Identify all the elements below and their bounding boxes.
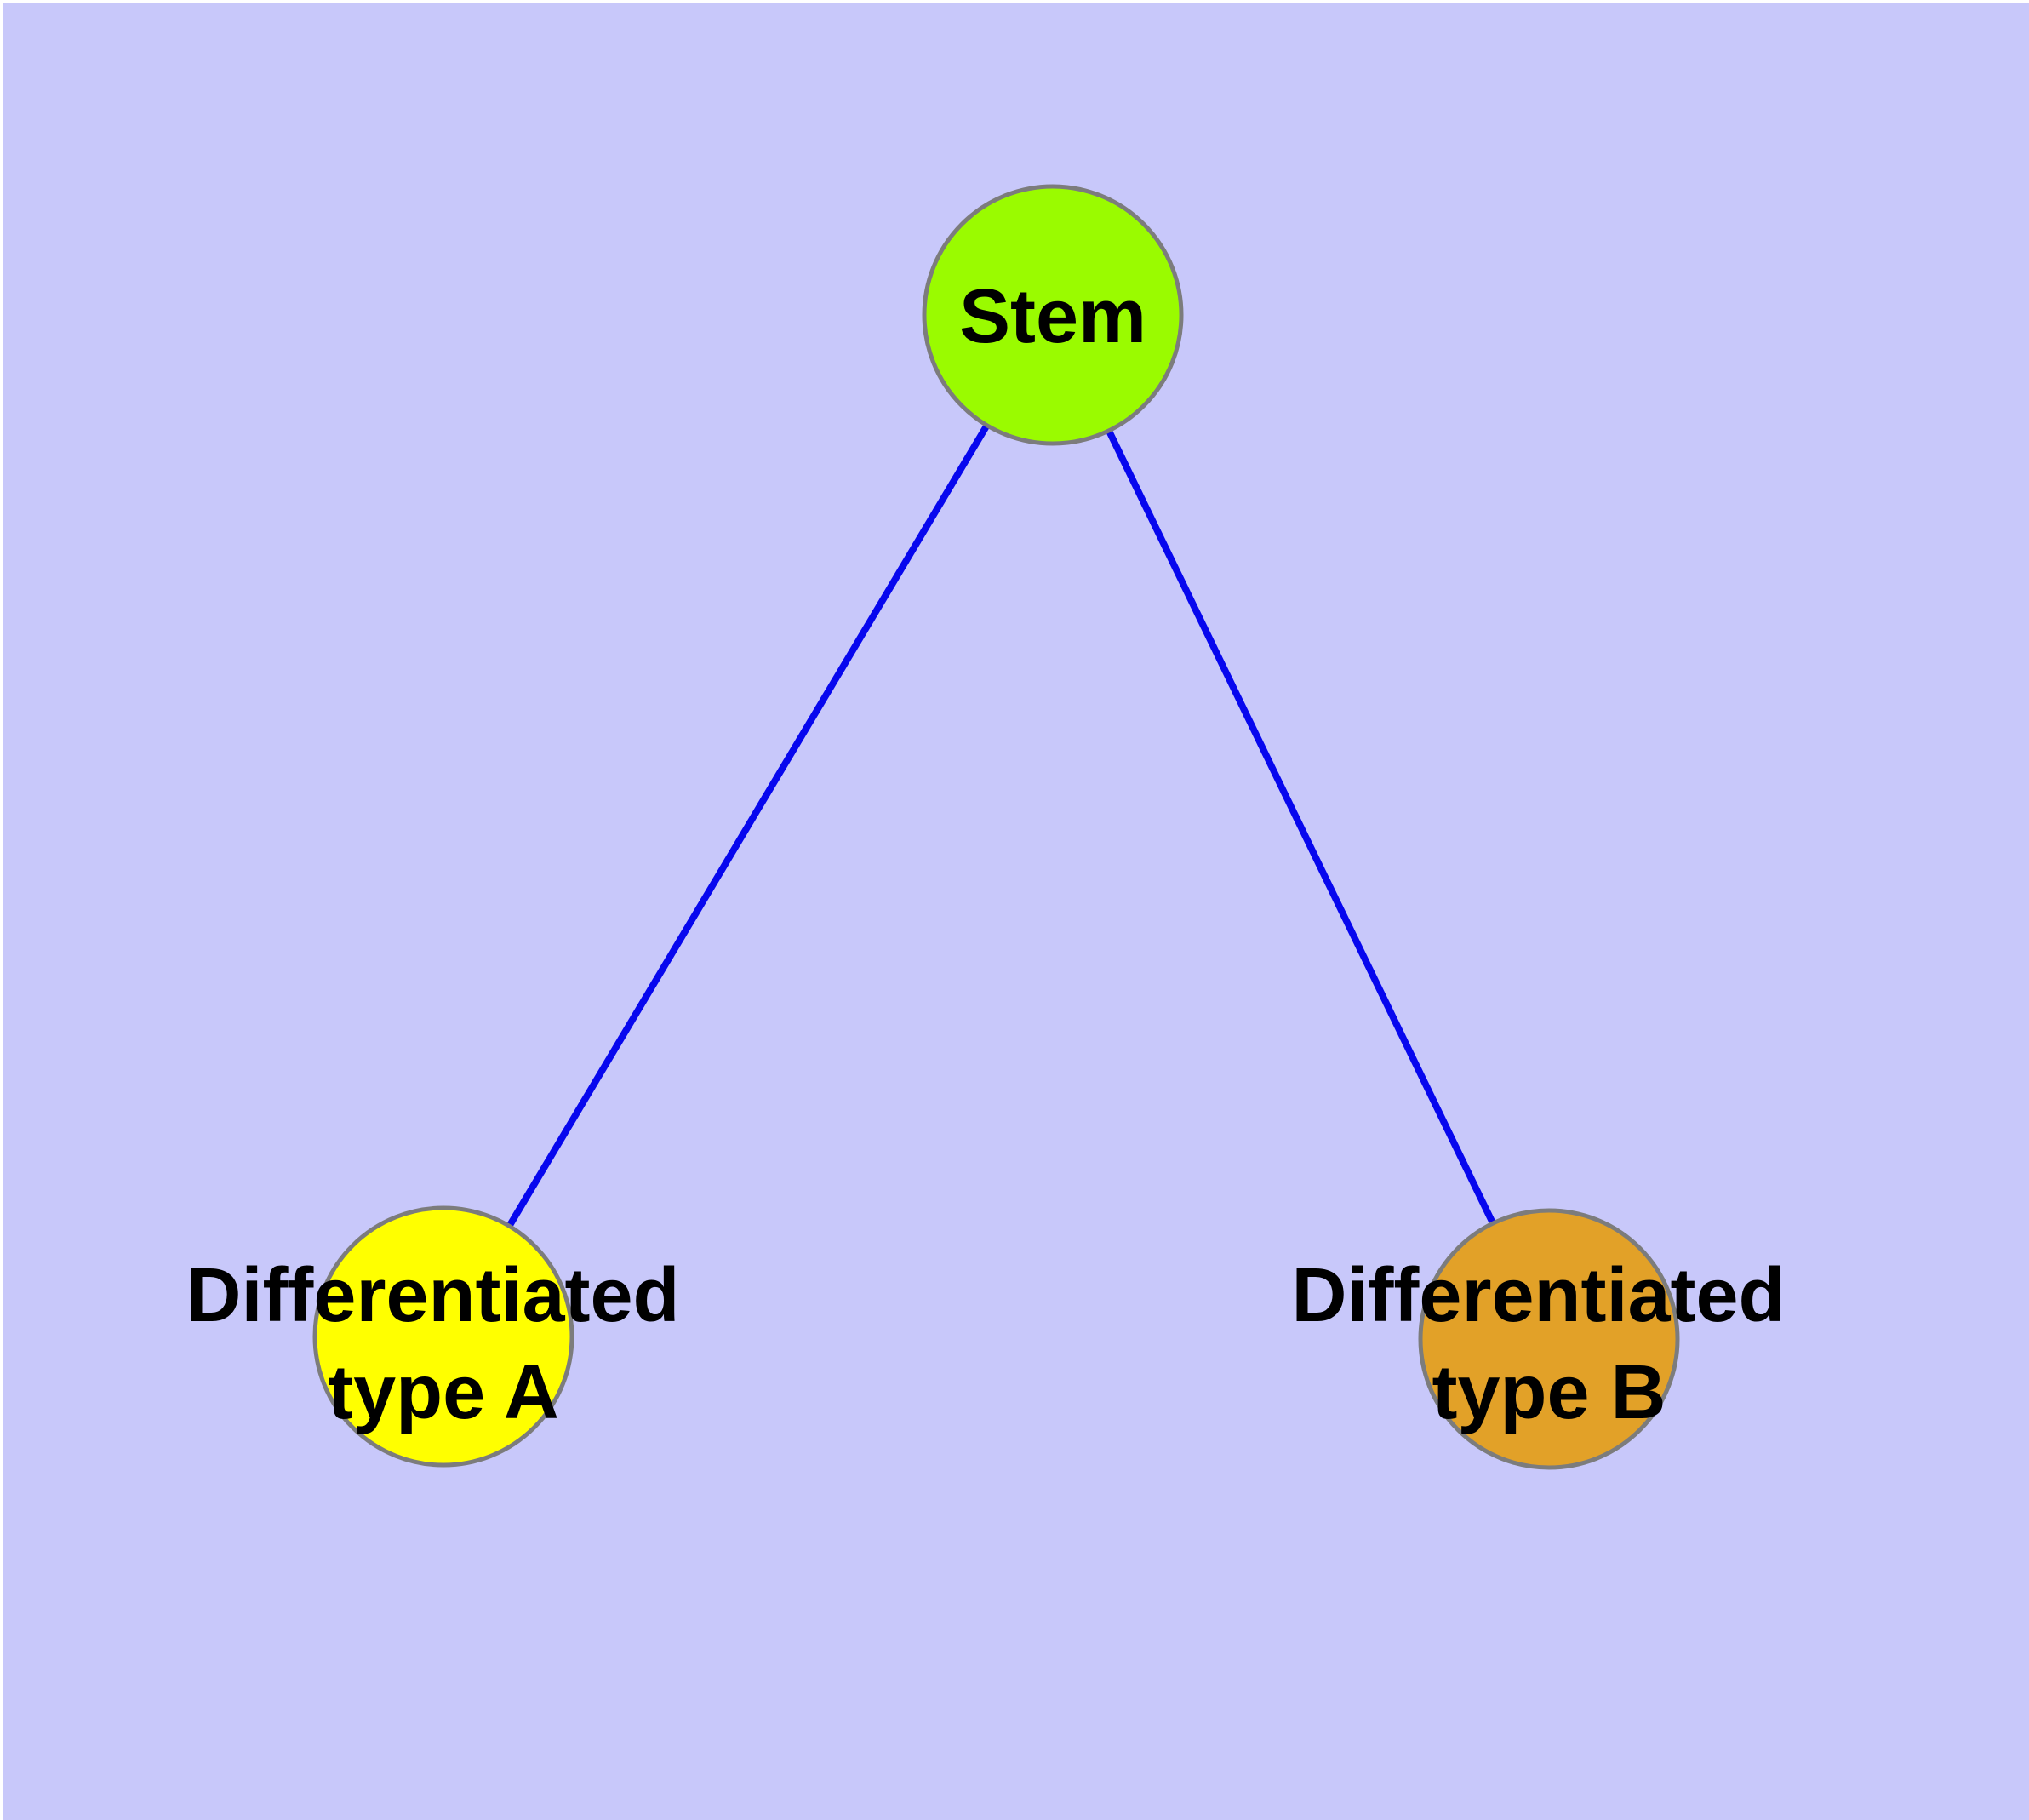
type-a-label-line-1: Differentiated <box>186 1253 679 1338</box>
edge-stem-to-type-a <box>440 312 1056 1339</box>
stem-node-label: Stem <box>959 274 1146 359</box>
type-b-node-circle <box>1418 1208 1680 1470</box>
type-b-label-line-1: Differentiated <box>1291 1253 1785 1338</box>
stem-node-circle <box>922 184 1184 446</box>
type-b-label-line-2: type B <box>1432 1350 1666 1435</box>
type-a-label-line-2: type A <box>328 1350 559 1435</box>
type-a-node-label: Differentiated type A <box>186 1253 700 1435</box>
type-a-node-circle <box>312 1205 574 1468</box>
edge-stem-to-type-b <box>1049 313 1552 1341</box>
type-b-node-label: Differentiated type B <box>1291 1253 1806 1435</box>
